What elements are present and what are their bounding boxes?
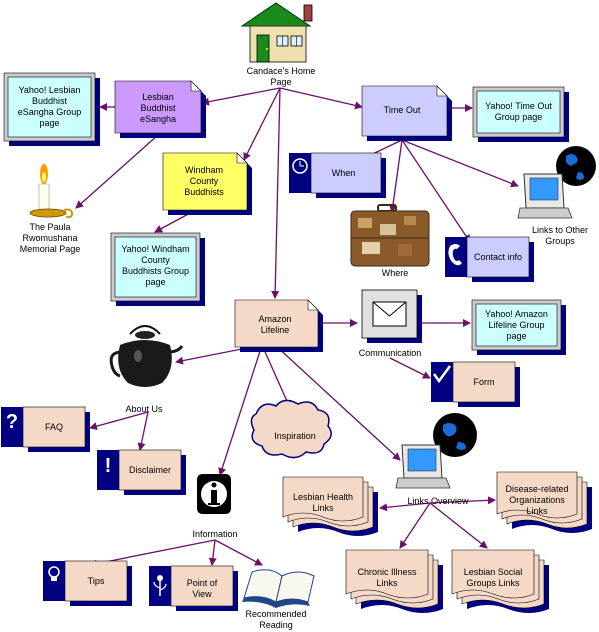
disease-label[interactable]: Disease-related Organizations Links [505, 484, 569, 516]
clock-icon [292, 158, 308, 174]
tips-label[interactable]: Tips [87, 576, 105, 586]
yahoo-lesbian-label[interactable]: Yahoo! Lesbian Buddhist eSangha Group pa… [17, 85, 82, 128]
teapot-icon[interactable] [109, 325, 184, 387]
arrow-timeout-contact [401, 139, 471, 243]
information-label[interactable]: Information [192, 529, 238, 539]
yahoo-lesbian-node[interactable] [3, 72, 100, 146]
inspiration-label[interactable]: Inspiration [274, 431, 316, 441]
arrow-home-windham [243, 87, 281, 161]
house-icon[interactable] [240, 2, 313, 63]
arrow-overview-disease [429, 496, 496, 505]
about-label[interactable]: About Us [125, 404, 163, 414]
arrow-overview-social [429, 502, 488, 549]
connector-arrows [75, 87, 519, 568]
computer-globe-icon[interactable] [517, 146, 596, 219]
cloud-icon[interactable] [250, 399, 332, 459]
arrow-home-lesbian [201, 87, 281, 106]
arrow-timeout-where [389, 139, 403, 213]
time-out-node[interactable] [361, 85, 452, 141]
time-out-label[interactable]: Time Out [383, 105, 421, 115]
yahoo-amazon-node[interactable] [471, 299, 566, 355]
open-book-icon[interactable] [242, 569, 315, 608]
chronic-illness-node[interactable] [345, 549, 443, 613]
faq-node[interactable] [1, 406, 90, 452]
lesbian-social-node[interactable] [451, 549, 549, 613]
lightbulb-icon [48, 566, 60, 581]
when-node[interactable] [289, 152, 386, 198]
yahoo-timeout-label[interactable]: Yahoo! Time Out Group page [485, 101, 552, 122]
social-label[interactable]: Lesbian Social Groups Links [463, 567, 523, 588]
when-label[interactable]: When [331, 168, 356, 178]
paula-label[interactable]: The Paula Rwomushana Memorial Page [19, 222, 81, 254]
form-label[interactable]: Form [473, 377, 495, 387]
svg-text:?: ? [6, 411, 18, 433]
chronic-label[interactable]: Chronic Illness Links [357, 567, 417, 588]
checkmark-icon [432, 365, 452, 384]
arrow-timeout-links [401, 139, 519, 188]
disclaimer-label[interactable]: Disclaimer [128, 465, 171, 475]
faq-label[interactable]: FAQ [44, 422, 63, 432]
arrow-amazon-information [218, 344, 263, 476]
communication-label[interactable]: Communication [358, 348, 422, 358]
disease-related-node[interactable] [496, 471, 592, 533]
yahoo-amazon-label[interactable]: Yahoo! Amazon Lifeline Group page [485, 309, 548, 341]
arrow-amazon-inspiration [261, 344, 291, 409]
where-label[interactable]: Where [381, 268, 409, 278]
windham-label[interactable]: Windham County Buddhists [184, 165, 224, 197]
question-mark-icon: ? [6, 411, 18, 433]
contact-node[interactable] [445, 236, 534, 282]
flower-icon [153, 575, 167, 596]
contact-label[interactable]: Contact info [473, 252, 523, 262]
arrow-lesbian-paula [75, 134, 159, 209]
lesbian-esangha-label[interactable]: Lesbian Buddhist eSangha [139, 92, 177, 124]
lesbian-health-node[interactable] [282, 476, 378, 536]
phone-icon [448, 244, 462, 266]
candle-icon[interactable] [29, 164, 74, 219]
svg-text:!: ! [105, 455, 112, 477]
arrow-windham-yahoo [154, 211, 193, 233]
disclaimer-node[interactable] [97, 449, 186, 495]
arrow-home-timeout [279, 87, 363, 110]
exclamation-icon: ! [105, 455, 112, 477]
computer-globe-icon-2[interactable] [395, 413, 477, 489]
info-icon[interactable] [197, 474, 231, 514]
point-of-view-node[interactable] [149, 565, 238, 611]
arrow-overview-chronic [399, 502, 431, 549]
windham-node[interactable] [162, 152, 252, 215]
arrow-info-pov [208, 539, 217, 566]
envelope-icon[interactable] [361, 289, 422, 343]
yahoo-windham-node[interactable] [110, 232, 205, 306]
amazon-label[interactable]: Amazon Lifeline [258, 314, 292, 335]
lesbian-esangha-node[interactable] [114, 80, 206, 138]
suitcase-icon[interactable] [350, 204, 430, 267]
yahoo-windham-label[interactable]: Yahoo! Windham County Buddhists Group pa… [121, 244, 190, 287]
arrow-amazon-linksoverview [274, 344, 401, 461]
home-label[interactable]: Candace's Home Page [246, 66, 316, 87]
arrow-overview-health [379, 502, 431, 512]
form-node[interactable] [431, 361, 520, 407]
arrow-communication-form [389, 357, 431, 379]
links-other-label[interactable]: Links to Other Groups [531, 225, 589, 246]
recommended-label[interactable]: Recommended Reading [245, 609, 307, 630]
arrow-about-disclaimer [137, 411, 149, 451]
lesbian-health-label[interactable]: Lesbian Health Links [292, 492, 354, 513]
arrow-home-amazon [271, 87, 281, 299]
links-overview-label[interactable]: Links Overview [407, 496, 469, 506]
point-of-view-label[interactable]: Point of View [186, 578, 218, 599]
yahoo-timeout-node[interactable] [472, 86, 569, 142]
arrow-info-reading [214, 539, 263, 566]
arrow-about-faq [89, 411, 149, 430]
amazon-node[interactable] [234, 299, 323, 352]
